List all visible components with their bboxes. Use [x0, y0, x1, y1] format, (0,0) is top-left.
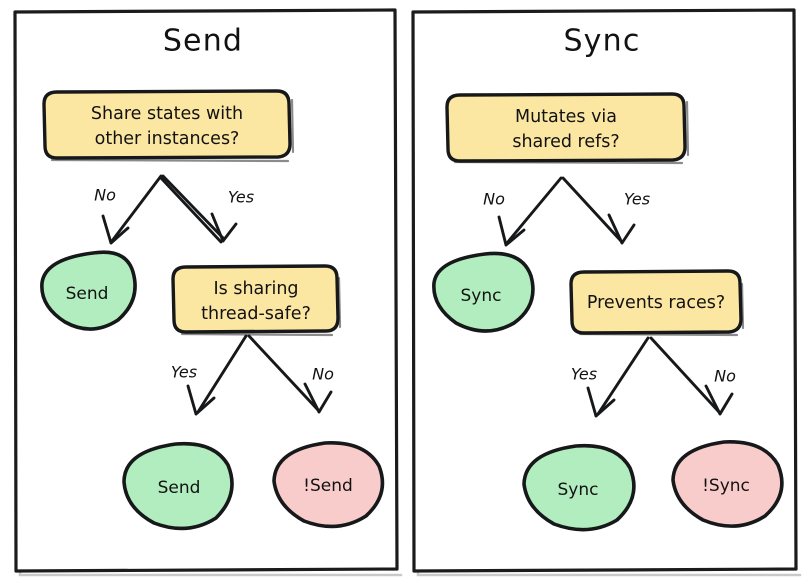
root-send-line-1: Share states with	[91, 104, 243, 124]
edge-label-sync-second-no: No	[714, 367, 736, 386]
panel-send-title: Send	[163, 24, 243, 59]
arrowhead-sync-root-yes	[607, 213, 636, 245]
second-send-line-1: Is sharing	[213, 279, 298, 299]
edge-send-root-yes	[159, 174, 226, 244]
outcome-sync-left	[432, 251, 535, 333]
arrowhead-sync-second-yes	[586, 386, 616, 418]
leaf-sync-positive-label: Sync	[558, 480, 599, 500]
root-send-line-2: other instances?	[95, 129, 240, 149]
leaf-send-positive	[122, 441, 234, 531]
edge-send-root-no	[110, 174, 163, 243]
edge-sync-root-no	[505, 176, 563, 245]
arrowhead-send-second-no	[303, 382, 333, 414]
arrowhead-send-second-yes	[186, 384, 216, 416]
leaf-sync-positive	[522, 443, 636, 532]
edge-label-sync-root-no: No	[483, 190, 505, 209]
edge-label-sync-second-yes: Yes	[571, 365, 597, 384]
arrowhead-send-root-no	[101, 214, 130, 245]
leaf-send-positive-label: Send	[158, 478, 201, 498]
root-sync-line-2: shared refs?	[512, 132, 619, 152]
panel-sync: Sync Mutates via shared refs? No Yes Syn…	[411, 8, 802, 577]
edge-sync-second-yes	[596, 336, 650, 416]
outcome-sync-left-label: Sync	[461, 286, 502, 306]
root-send-box-shadow	[50, 98, 295, 163]
edge-send-second-no	[247, 334, 320, 412]
arrowhead-send-root-yes	[210, 212, 238, 243]
edge-send-second-yes	[196, 334, 248, 414]
root-sync-line-1: Mutates via	[515, 107, 617, 127]
leaf-sync-negative-label: !Sync	[702, 476, 750, 496]
panel-sync-title: Sync	[563, 24, 640, 59]
edge-sync-second-no	[649, 336, 721, 414]
outcome-send-left-label: Send	[66, 284, 109, 304]
second-send-box-shadow	[180, 276, 342, 337]
second-sync-box	[569, 269, 743, 335]
edge-label-send-second-yes: Yes	[171, 363, 197, 382]
edge-sync-root-yes	[561, 176, 623, 243]
outcome-send-left	[40, 250, 137, 331]
second-send-line-2: thread-safe?	[201, 304, 311, 324]
root-sync-box	[445, 92, 687, 163]
edge-label-send-root-yes: Yes	[228, 188, 254, 207]
edge-label-sync-root-yes: Yes	[624, 190, 650, 209]
panel-send: Send Share states with other instances? …	[13, 8, 403, 577]
edge-label-send-root-no: No	[94, 186, 116, 205]
root-send-box	[42, 89, 292, 160]
second-sync-line-1: Prevents races?	[587, 293, 725, 313]
edge-label-send-second-no: No	[312, 365, 334, 384]
leaf-send-negative-label: !Send	[303, 476, 353, 496]
arrowhead-sync-root-no	[497, 215, 526, 247]
leaf-sync-negative	[671, 440, 784, 528]
second-send-box	[171, 264, 340, 334]
arrowhead-sync-second-no	[704, 384, 734, 416]
leaf-send-negative	[272, 441, 385, 529]
